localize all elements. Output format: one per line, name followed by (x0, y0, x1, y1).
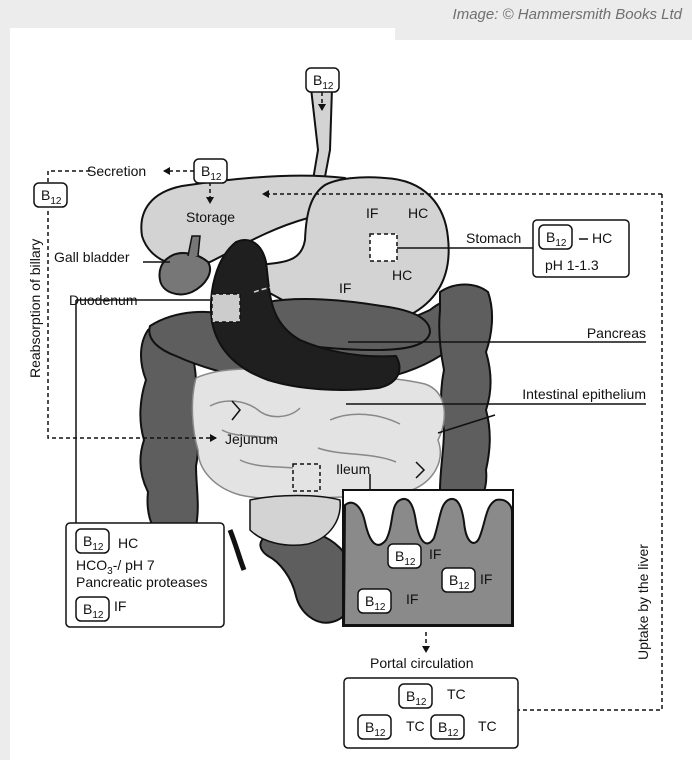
reabsorption-label: Reabsorption of billary (27, 239, 43, 378)
b12-badge-esophagus: B12 (306, 68, 339, 92)
portal-tc-3: TC (478, 718, 497, 734)
portal-circulation-label: Portal circulation (370, 655, 474, 671)
stomach-hc-label-2: HC (392, 267, 412, 283)
portal-tc-1: TC (447, 686, 466, 702)
pancreatic-proteases-text: Pancreatic proteases (76, 574, 208, 590)
stomach-focus-box (370, 234, 397, 261)
b12-badge-villi-1: B12 (388, 544, 421, 568)
ileum-label: Ileum (336, 461, 370, 477)
b12-badge-portal-2: B12 (358, 715, 391, 739)
stomach-box-hc: HC (592, 230, 612, 246)
b12-badge-portal-1: B12 (399, 684, 432, 708)
b12-badge-villi-2: B12 (442, 568, 475, 592)
jejunum-label: Jejunum (225, 431, 278, 447)
secretion-label: Secretion (87, 163, 146, 179)
pancreas-label: Pancreas (587, 325, 646, 341)
storage-label: Storage (186, 209, 235, 225)
b12-badge-secretion: B12 (194, 159, 227, 183)
ileum-focus-box (293, 464, 320, 491)
b12-badge-reabsorption: B12 (34, 183, 67, 207)
duodenum-label: Duodenum (69, 292, 138, 308)
duodenum-box-if: IF (114, 598, 126, 614)
stomach-if-label-2: IF (339, 280, 351, 296)
villi-if-3: IF (406, 591, 418, 607)
duodenum-box-hc: HC (118, 535, 138, 551)
stomach-hc-label: HC (408, 205, 428, 221)
gall-bladder-label: Gall bladder (54, 249, 130, 265)
b12-badge-portal-3: B12 (431, 715, 464, 739)
stomach-label: Stomach (466, 230, 521, 246)
descending-colon (439, 285, 492, 513)
b12-badge-duodenum-box-2: B12 (76, 597, 109, 621)
villi-if-2: IF (480, 571, 492, 587)
portal-tc-2: TC (406, 718, 425, 734)
b12-badge-duodenum-box-1: B12 (76, 529, 109, 553)
intestinal-epithelium-label: Intestinal epithelium (522, 386, 646, 402)
stomach-if-label: IF (366, 205, 378, 221)
uptake-label: Uptake by the liver (635, 544, 651, 660)
villi-if-1: IF (429, 546, 441, 562)
duodenum-focus-box (212, 294, 240, 322)
b12-badge-villi-3: B12 (358, 589, 391, 613)
stomach-ph-text: pH 1-1.3 (545, 257, 599, 273)
b12-badge-stomach-box: B12 (539, 225, 572, 249)
